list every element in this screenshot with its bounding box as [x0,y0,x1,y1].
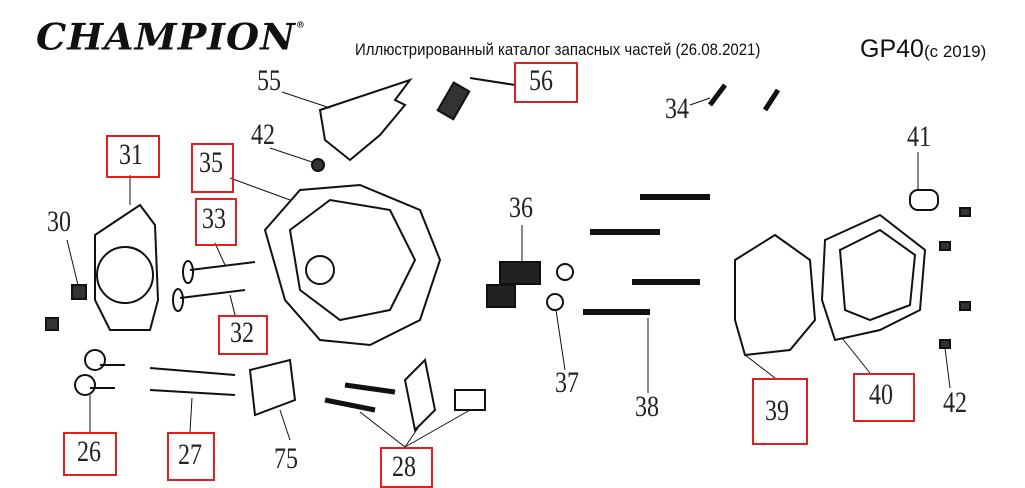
callout-32: 32 [230,316,254,349]
callout-75: 75 [274,442,298,475]
model-title: GP40(с 2019) [860,35,986,64]
highlight-box-31 [106,135,160,178]
part-37-seals [546,263,574,311]
part-38-bolts [583,194,710,315]
highlight-box-35 [191,143,234,193]
callout-35: 35 [199,146,223,179]
callout-28: 28 [392,450,416,483]
highlight-box-40 [853,373,915,422]
callout-55: 55 [257,64,281,97]
highlight-box-27 [167,432,215,481]
champion-logo: CHAMPION® [36,15,306,58]
callout-40: 40 [869,378,893,411]
model-name: GP40 [860,35,924,63]
part-35-cylinder-head [263,183,442,347]
callout-34: 34 [665,92,689,125]
part-42-bolts [939,207,971,349]
part-55-shroud [318,78,413,162]
highlight-box-32 [218,315,268,355]
callout-27: 27 [178,438,202,471]
callout-41: 41 [907,120,931,153]
callout-36: 36 [509,191,533,224]
callout-33: 33 [202,202,226,235]
highlight-box-39 [752,378,808,445]
callout-56: 56 [529,64,553,97]
part-27-pushrods [149,367,236,396]
part-31-gasket [94,203,160,331]
model-year: (с 2019) [923,42,987,61]
highlight-box-56 [514,62,578,103]
part-34-pins [708,83,781,112]
highlight-box-26 [63,432,117,476]
part-28-rocker-arms [324,357,486,433]
callout-26: 26 [77,435,101,468]
callout-42-right: 42 [943,386,967,419]
part-32-33-valves [172,260,256,312]
part-30-dowels [45,284,87,331]
part-26-studs [74,349,125,396]
part-39-cover-gasket [734,233,817,357]
leader-lines [66,91,951,448]
part-42-nut [311,158,325,172]
part-36-springs [486,261,541,308]
brand-text: CHAMPION [36,15,296,58]
callout-30: 30 [47,205,71,238]
callout-42-top: 42 [251,118,275,151]
callout-31: 31 [119,138,143,171]
part-56-spark-plug [436,77,516,121]
callout-38: 38 [635,390,659,423]
callout-39: 39 [765,394,789,427]
part-41-breather [909,189,939,211]
callout-37: 37 [555,366,579,399]
highlight-box-28 [380,447,433,488]
highlight-box-33 [195,198,237,246]
part-40-valve-cover [820,213,927,342]
catalog-title: Иллюстрированный каталог запасных частей… [355,40,761,59]
part-75-guide-plate [248,358,297,417]
